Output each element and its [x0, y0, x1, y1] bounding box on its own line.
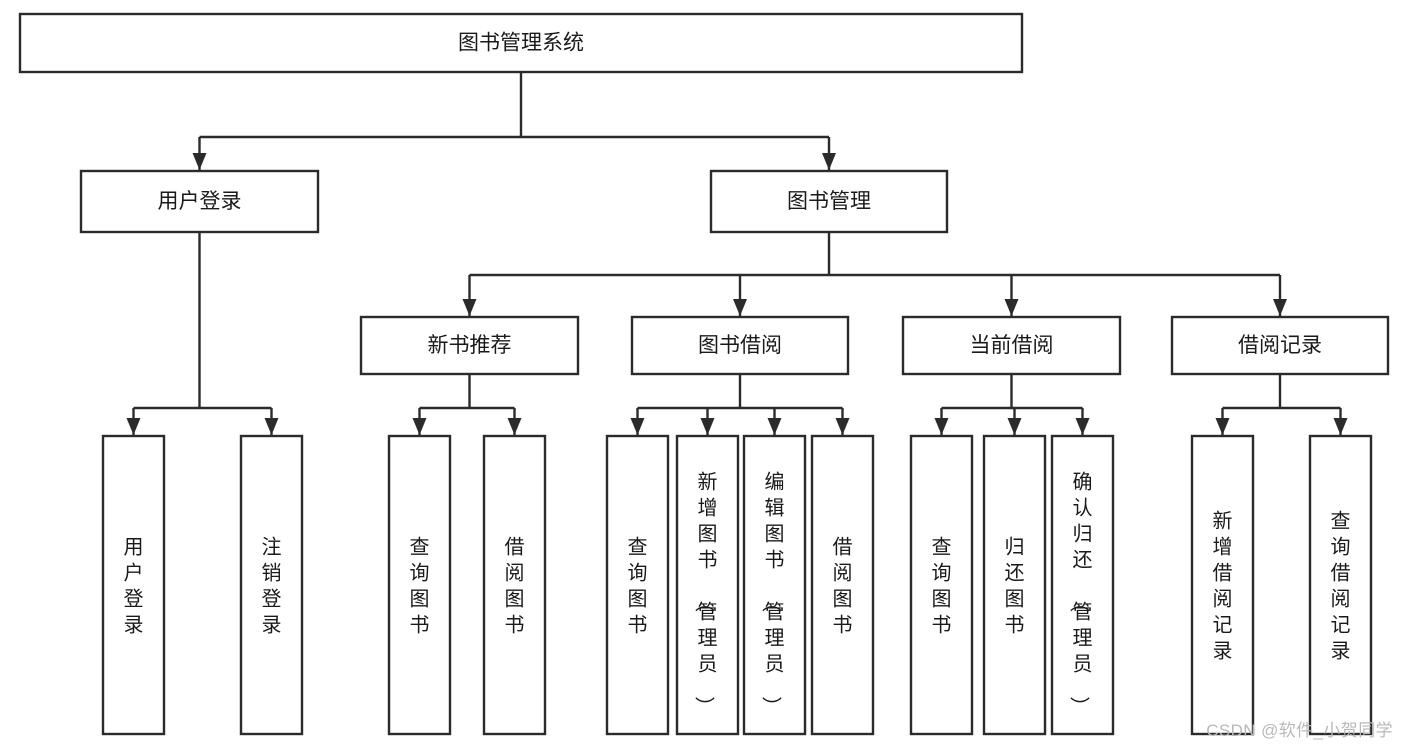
- csdn-watermark: CSDN @软件_小贺同学: [1206, 721, 1393, 740]
- arrow-head-icon: [1333, 418, 1348, 435]
- node-box-user-login-do: [101, 434, 166, 736]
- node-borrow-book-2[interactable]: 借阅图书: [810, 434, 875, 736]
- node-label-query-book-1: 查询图书: [410, 535, 430, 636]
- node-box-add-borrow-record: [1190, 434, 1255, 736]
- arrow-head-icon: [630, 418, 645, 435]
- node-label-user-logout: 注销登录: [262, 535, 282, 636]
- arrow-head-icon: [264, 418, 279, 435]
- node-box-borrow-records: [1170, 315, 1390, 376]
- node-box-book-management: [709, 169, 949, 234]
- node-box-borrow-book-2: [810, 434, 875, 736]
- node-label-query-borrow-record: 查询借阅记录: [1331, 509, 1351, 662]
- arrow-head-icon: [1215, 418, 1230, 435]
- node-label-user-login-do: 用户登录: [124, 536, 144, 636]
- node-return-book[interactable]: 归还图书: [982, 434, 1047, 736]
- node-book-borrow[interactable]: 图书借阅: [630, 315, 850, 376]
- node-label-confirm-return-admin: 确认归还（管理员）: [1068, 470, 1093, 716]
- node-box-user-login: [79, 169, 320, 234]
- node-box-query-borrow-record: [1308, 434, 1373, 736]
- arrow-head-icon: [1004, 299, 1019, 316]
- node-box-edit-book-admin: [742, 434, 807, 736]
- arrow-head-icon: [462, 299, 477, 316]
- node-new-book-recommend[interactable]: 新书推荐: [359, 315, 580, 376]
- node-box-user-logout: [239, 434, 304, 736]
- arrow-head-icon: [1007, 418, 1022, 435]
- arrow-head-icon: [126, 418, 141, 435]
- node-box-query-book-2: [605, 434, 670, 736]
- node-box-root: [18, 12, 1024, 74]
- node-label-root: 图书管理系统: [458, 32, 584, 55]
- node-user-logout[interactable]: 注销登录: [239, 434, 304, 736]
- node-box-query-book-3: [909, 434, 974, 736]
- arrow-head-icon: [835, 418, 850, 435]
- node-box-add-book-admin: [675, 434, 740, 736]
- node-book-management[interactable]: 图书管理: [709, 169, 949, 234]
- arrow-head-icon: [767, 418, 782, 435]
- arrow-head-icon: [192, 153, 207, 170]
- node-label-query-book-2: 查询图书: [628, 535, 648, 636]
- arrow-head-icon: [1075, 418, 1090, 435]
- node-query-book-3[interactable]: 查询图书: [909, 434, 974, 736]
- arrow-head-icon: [412, 418, 427, 435]
- arrow-head-icon: [507, 418, 522, 435]
- node-label-query-book-3: 查询图书: [932, 535, 952, 636]
- node-add-borrow-record[interactable]: 新增借阅记录: [1190, 434, 1255, 736]
- node-label-return-book: 归还图书: [1005, 535, 1025, 636]
- node-label-new-book-recommend: 新书推荐: [428, 334, 512, 357]
- node-label-user-login: 用户登录: [158, 190, 242, 213]
- node-label-book-borrow: 图书借阅: [698, 334, 782, 357]
- node-query-book-1[interactable]: 查询图书: [387, 434, 452, 736]
- node-label-edit-book-admin: 编辑图书（管理员）: [760, 470, 785, 716]
- node-label-add-book-admin: 新增图书（管理员）: [693, 470, 718, 716]
- node-user-login[interactable]: 用户登录: [79, 169, 320, 234]
- node-box-borrow-book-1: [482, 434, 547, 736]
- arrow-head-icon: [822, 153, 836, 170]
- node-label-borrow-book-1: 借阅图书: [505, 535, 525, 636]
- node-label-add-borrow-record: 新增借阅记录: [1213, 509, 1233, 662]
- node-box-confirm-return-admin: [1050, 434, 1115, 736]
- node-current-borrow[interactable]: 当前借阅: [901, 315, 1122, 376]
- node-label-borrow-records: 借阅记录: [1238, 334, 1322, 357]
- node-label-book-management: 图书管理: [787, 190, 871, 213]
- node-query-borrow-record[interactable]: 查询借阅记录: [1308, 434, 1373, 736]
- node-box-book-borrow: [630, 315, 850, 376]
- node-user-login-do[interactable]: 用户登录: [101, 434, 166, 736]
- node-confirm-return-admin[interactable]: 确认归还（管理员）: [1050, 434, 1115, 736]
- arrow-head-icon: [733, 299, 747, 316]
- node-box-query-book-1: [387, 434, 452, 736]
- arrow-head-icon: [1273, 299, 1287, 316]
- arrow-head-icon: [700, 418, 715, 435]
- node-query-book-2[interactable]: 查询图书: [605, 434, 670, 736]
- node-borrow-book-1[interactable]: 借阅图书: [482, 434, 547, 736]
- node-edit-book-admin[interactable]: 编辑图书（管理员）: [742, 434, 807, 736]
- node-box-return-book: [982, 434, 1047, 736]
- node-label-current-borrow: 当前借阅: [970, 334, 1054, 357]
- node-borrow-records[interactable]: 借阅记录: [1170, 315, 1390, 376]
- node-add-book-admin[interactable]: 新增图书（管理员）: [675, 434, 740, 736]
- node-root[interactable]: 图书管理系统: [18, 12, 1024, 74]
- node-label-borrow-book-2: 借阅图书: [833, 535, 853, 636]
- arrow-head-icon: [934, 418, 949, 435]
